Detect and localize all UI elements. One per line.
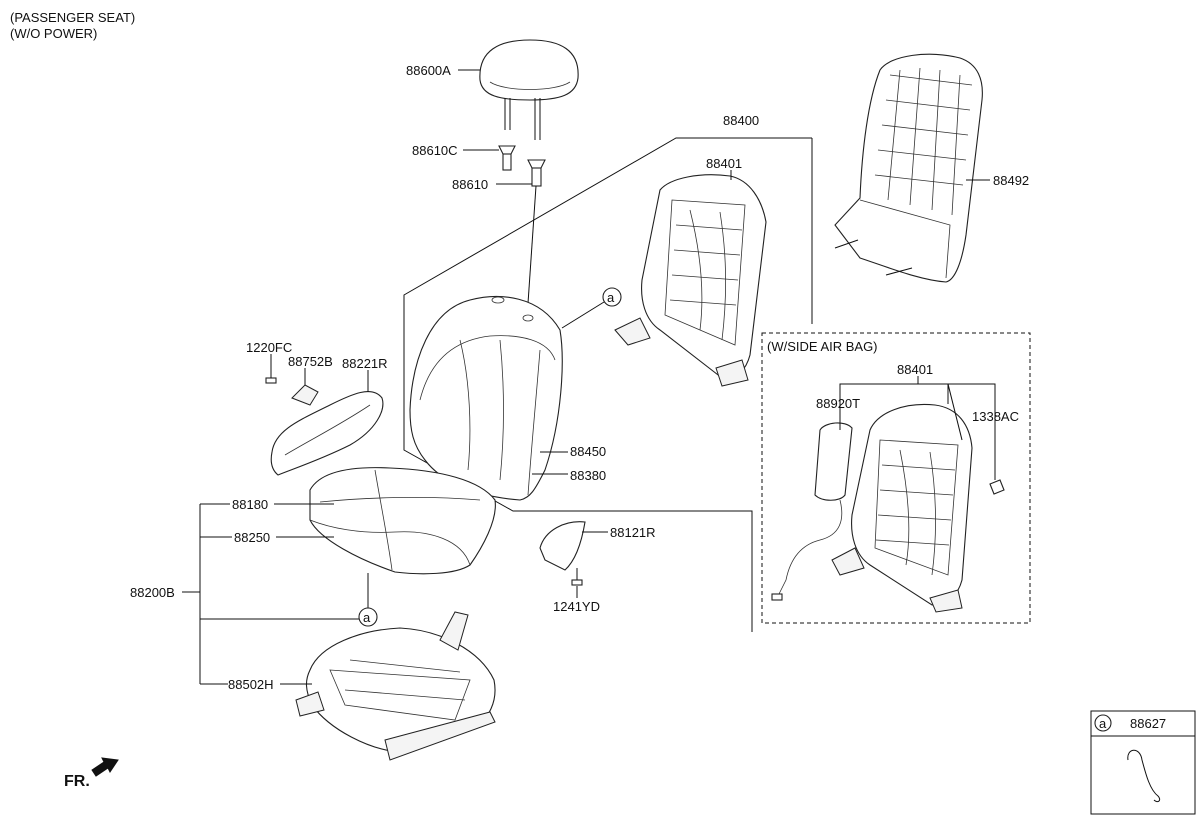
- inset-side-airbag-box: [761, 332, 1031, 624]
- seat-back-frame-drawing: [614, 174, 767, 387]
- label-88450: 88450: [570, 444, 606, 459]
- label-88920T: 88920T: [816, 396, 860, 411]
- assembly-bracket-88400: [403, 137, 812, 632]
- front-direction-arrow-icon: [91, 757, 119, 777]
- label-88600A: 88600A: [406, 63, 451, 78]
- marker-a-cushion: a: [363, 610, 371, 625]
- legend-clip-icon: [1127, 749, 1161, 803]
- seat-cushion-drawing: [309, 467, 496, 575]
- inset-title: (W/SIDE AIR BAG): [767, 339, 878, 354]
- marker-circle-a-back: [602, 287, 622, 307]
- label-88400: 88400: [723, 113, 759, 128]
- label-88752B: 88752B: [288, 354, 333, 369]
- label-88610: 88610: [452, 177, 488, 192]
- label-88200B: 88200B: [130, 585, 175, 600]
- seat-track-frame-drawing: [295, 611, 496, 761]
- inset-airbag-module-drawing: [771, 422, 853, 601]
- headrest-guide-88610: [527, 159, 546, 187]
- label-88121R: 88121R: [610, 525, 656, 540]
- leader-marker-a-back: [561, 301, 605, 329]
- headrest-guide-88610C: [498, 145, 516, 171]
- headrest-drawing: [479, 39, 579, 140]
- marker-circle-a-cushion: [358, 607, 378, 627]
- label-88221R: 88221R: [342, 356, 388, 371]
- label-1338AC: 1338AC: [972, 409, 1019, 424]
- label-1241YD: 1241YD: [553, 599, 600, 614]
- legend-part-number: 88627: [1130, 716, 1166, 731]
- seat-back-panel-drawing: [834, 53, 983, 283]
- marker-a-back: a: [607, 290, 615, 305]
- label-88250: 88250: [234, 530, 270, 545]
- label-88610C: 88610C: [412, 143, 458, 158]
- label-88492: 88492: [993, 173, 1029, 188]
- side-cover-88221r-drawing: [270, 391, 384, 476]
- inset-nut-1338ac-drawing: [989, 479, 1005, 495]
- leader-inset-88401-b: [947, 383, 963, 441]
- leader-88610-down: [526, 185, 537, 319]
- label-1220FC: 1220FC: [246, 340, 292, 355]
- label-inset-88401: 88401: [897, 362, 933, 377]
- trim-cover-88121r-drawing: [539, 521, 586, 586]
- legend-marker: a: [1099, 716, 1107, 731]
- label-88380: 88380: [570, 468, 606, 483]
- header-passenger-seat: (PASSENGER SEAT): [10, 10, 135, 25]
- label-88180: 88180: [232, 497, 268, 512]
- inset-back-frame-drawing: [831, 403, 973, 613]
- bolt-1220fc-drawing: [265, 372, 277, 384]
- label-88502H: 88502H: [228, 677, 274, 692]
- front-direction-label: FR.: [64, 773, 90, 790]
- label-88401: 88401: [706, 156, 742, 171]
- seat-back-cover-drawing: [409, 295, 563, 501]
- knob-88752b-drawing: [291, 384, 319, 406]
- header-wo-power: (W/O POWER): [10, 26, 97, 41]
